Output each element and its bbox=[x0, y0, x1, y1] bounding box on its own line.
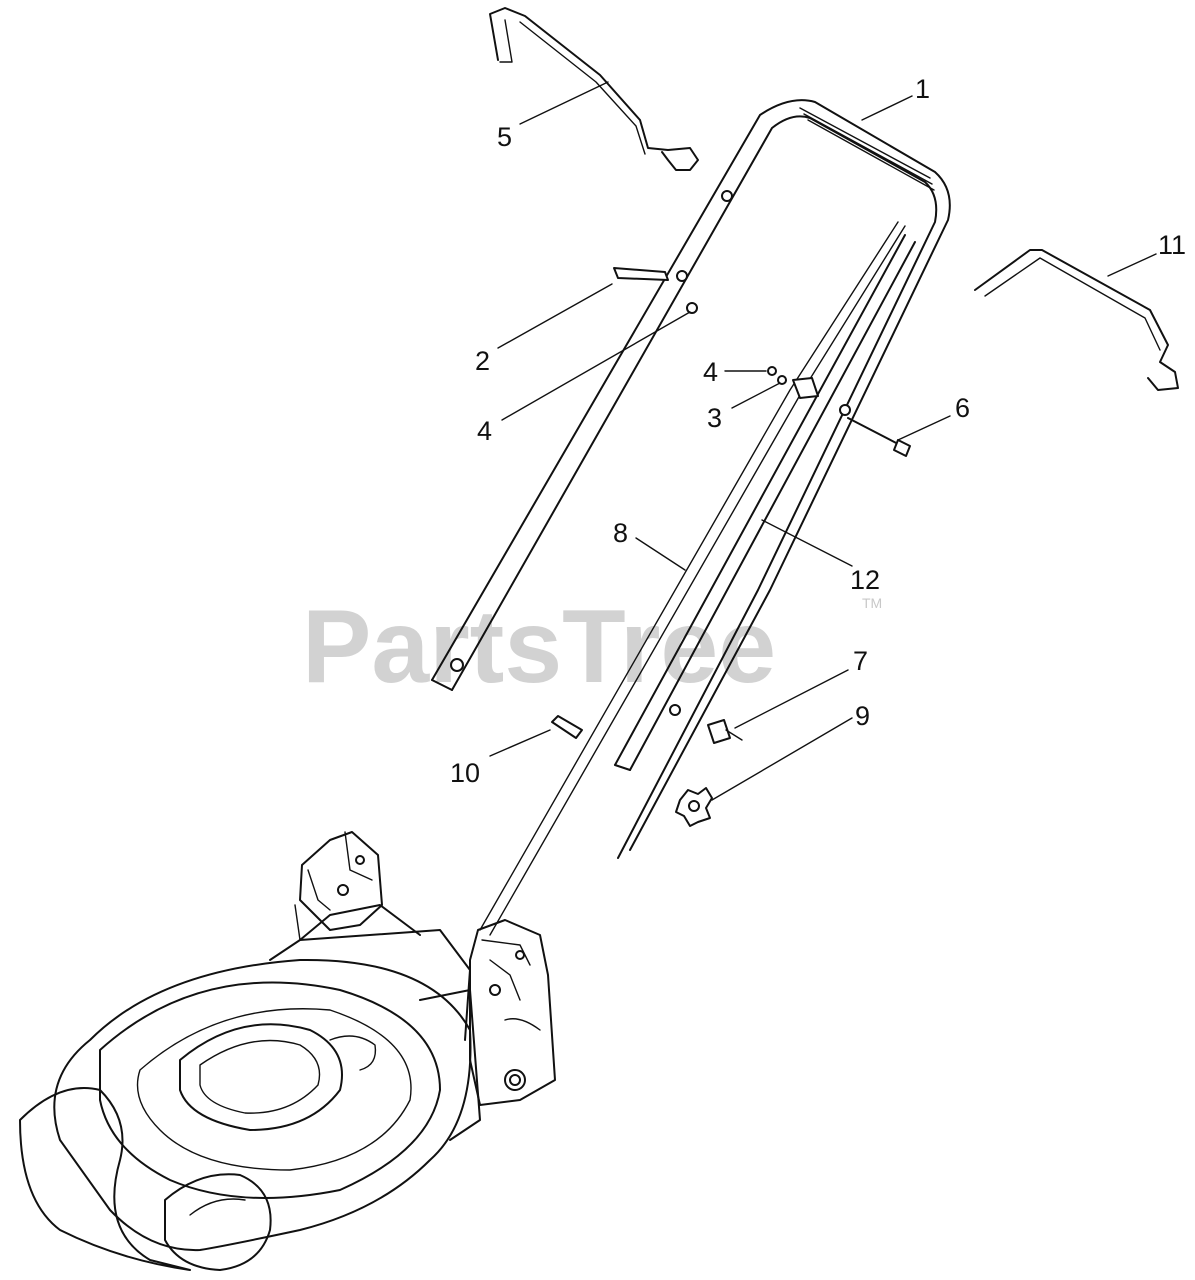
callout-12: 12 bbox=[850, 565, 880, 595]
part-1-upper-handle bbox=[431, 99, 951, 859]
left-height-adjuster bbox=[294, 831, 383, 941]
part-2-clip bbox=[613, 267, 669, 281]
callout-4-upper: 4 bbox=[477, 416, 492, 446]
callout-5: 5 bbox=[497, 122, 512, 152]
part-3-bracket bbox=[777, 375, 819, 399]
callout-1: 1 bbox=[915, 74, 930, 104]
part-4-nut-upper bbox=[686, 302, 698, 314]
callout-3: 3 bbox=[707, 403, 722, 433]
callout-10: 10 bbox=[450, 758, 480, 788]
callout-8: 8 bbox=[613, 518, 628, 548]
callout-4-lower: 4 bbox=[703, 357, 718, 387]
leader-lines bbox=[489, 81, 1157, 801]
callout-11: 11 bbox=[1158, 230, 1186, 260]
right-height-adjuster bbox=[469, 919, 556, 1106]
callout-7: 7 bbox=[853, 646, 868, 676]
callout-labels: 1 5 11 2 4 4 3 6 8 12 7 9 10 bbox=[450, 74, 1186, 788]
part-12-lower-handle bbox=[614, 234, 916, 771]
watermark-trademark: TM bbox=[862, 595, 882, 611]
watermark-text: PartsTree bbox=[302, 589, 776, 705]
part-6-bolt bbox=[847, 417, 911, 457]
part-4-nut-lower bbox=[767, 366, 777, 376]
part-11-bail bbox=[974, 249, 1179, 391]
callout-2: 2 bbox=[475, 346, 490, 376]
part-7-stud bbox=[707, 719, 743, 744]
part-5-bail bbox=[489, 7, 699, 171]
part-9-knob bbox=[675, 787, 713, 827]
callout-9: 9 bbox=[855, 701, 870, 731]
part-10-bolt bbox=[551, 715, 583, 739]
part-8-cable bbox=[479, 221, 906, 936]
callout-6: 6 bbox=[955, 393, 970, 423]
mower-deck bbox=[19, 904, 481, 1271]
